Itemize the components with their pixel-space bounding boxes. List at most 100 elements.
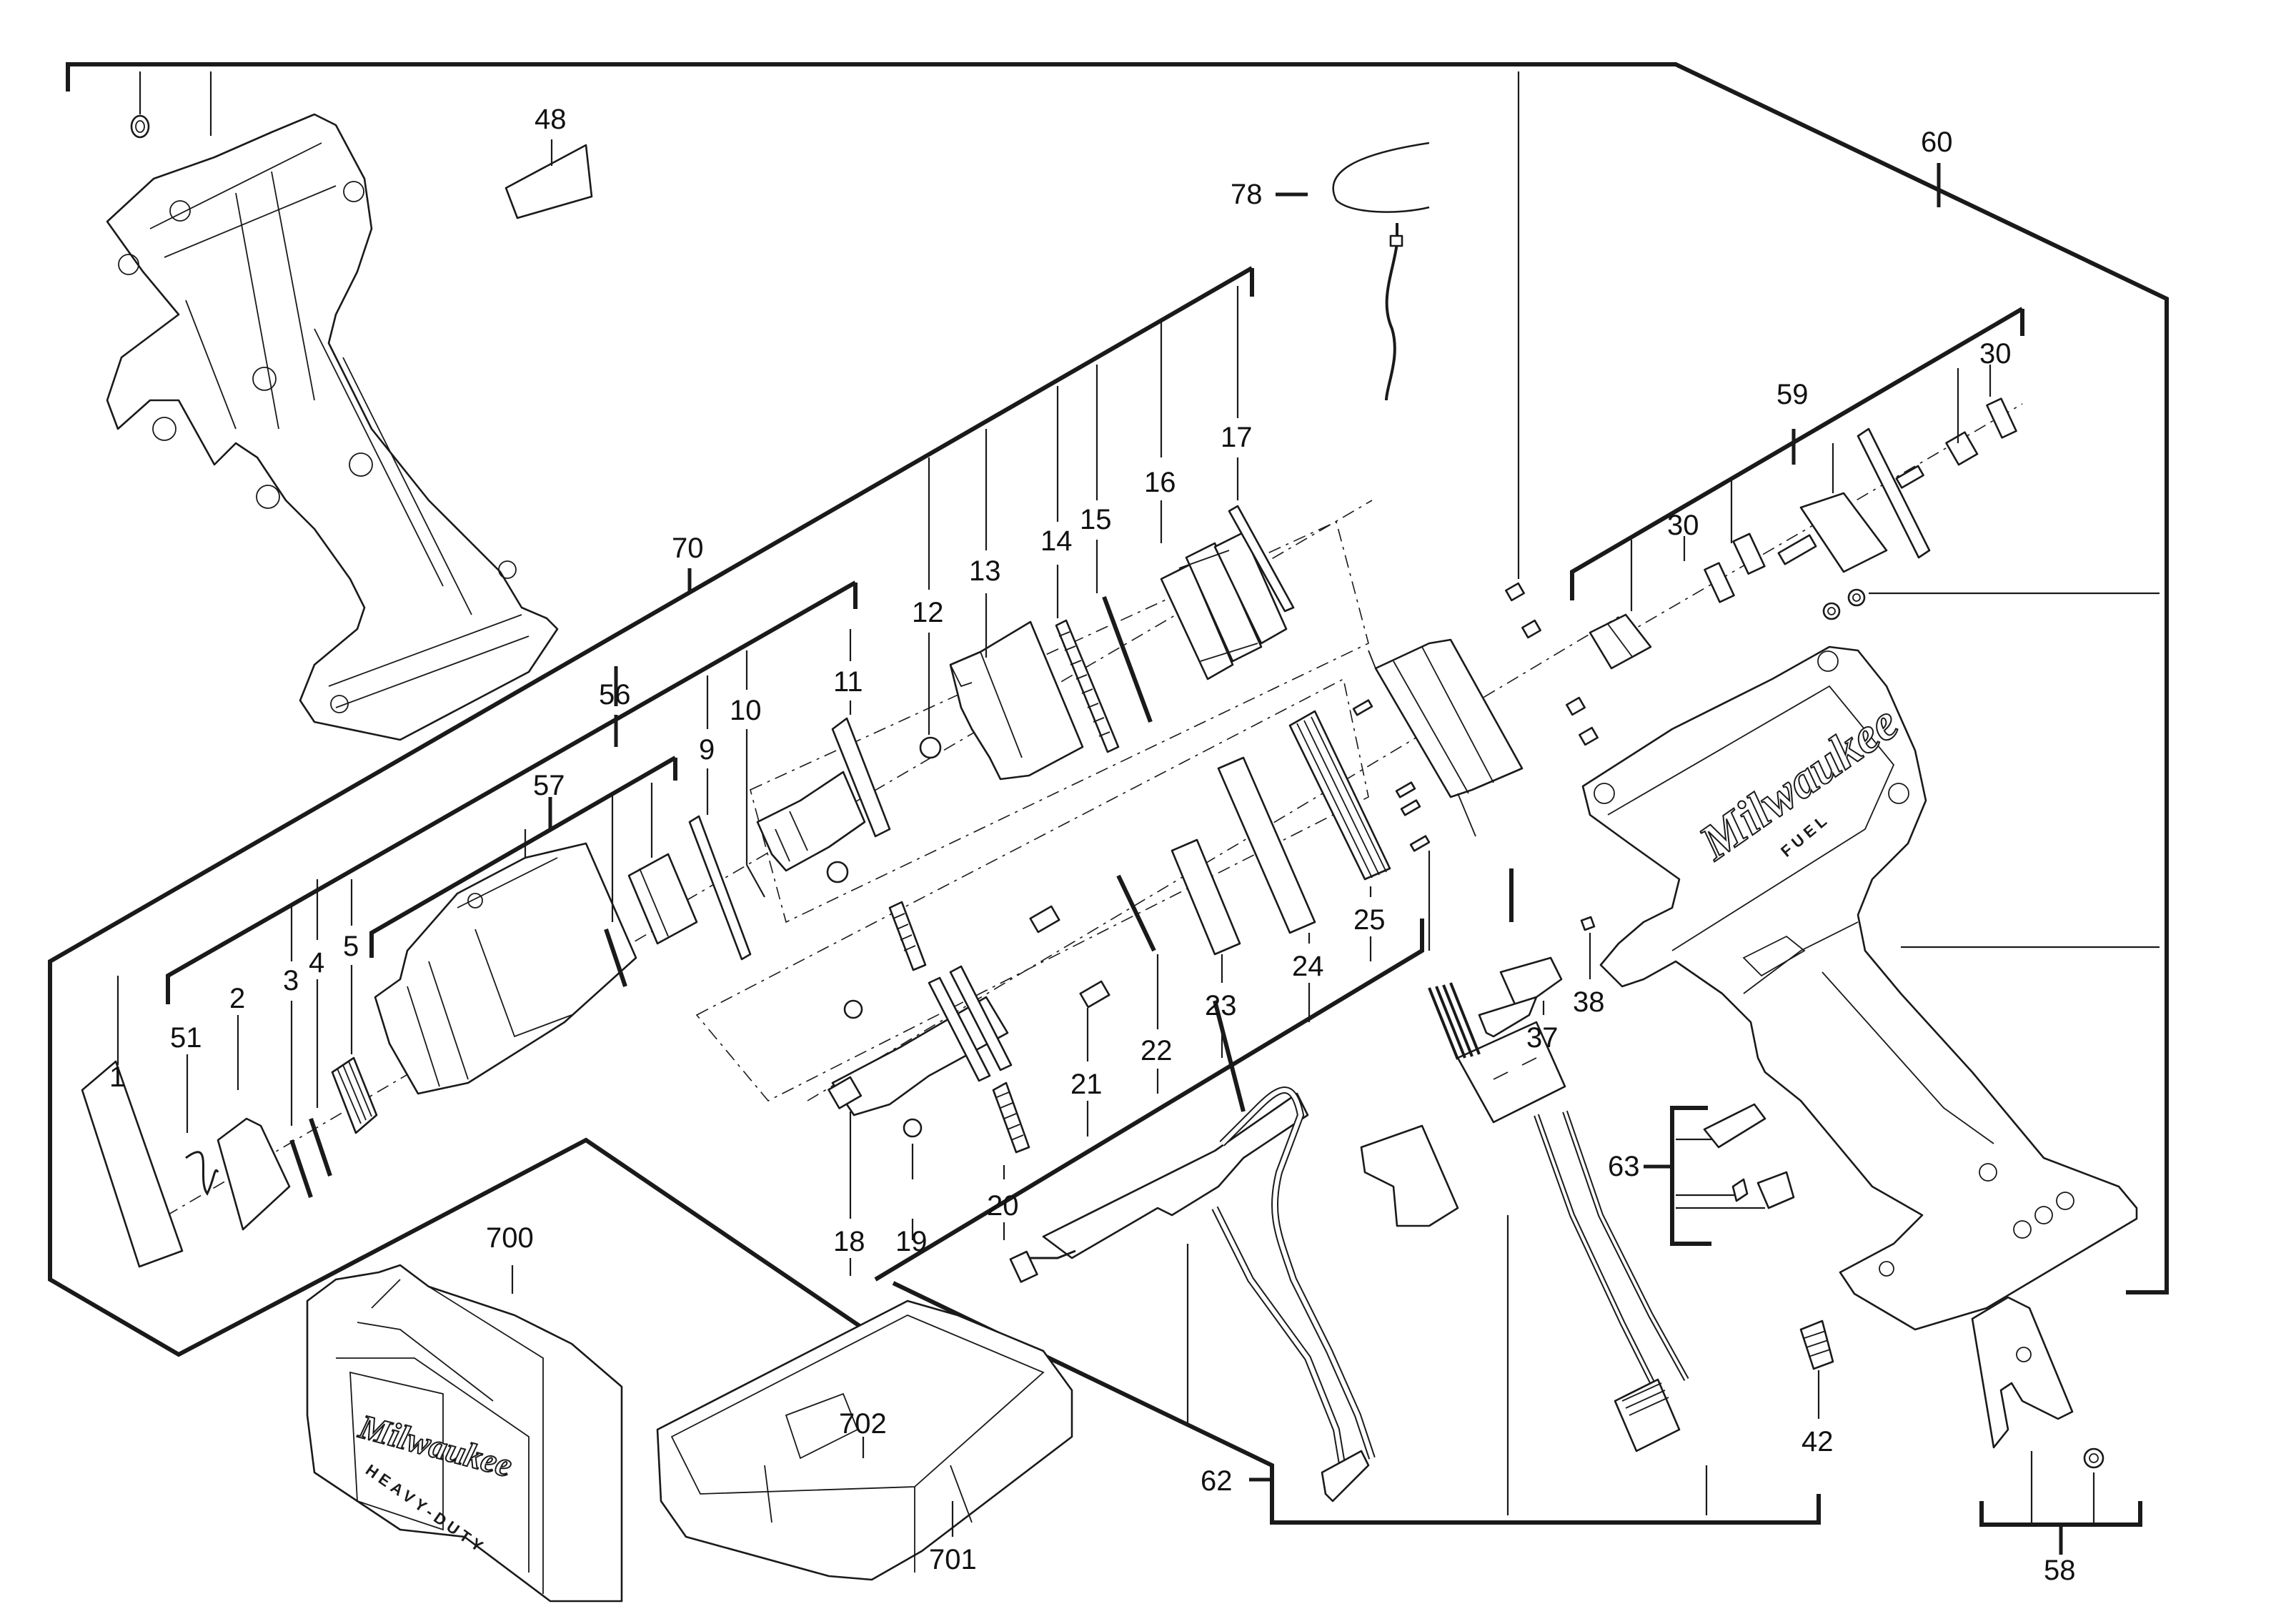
bracket-assembly-63 [1670, 1106, 1711, 1246]
label-part-38[interactable]: 38 [1573, 986, 1605, 1018]
bracket-assembly-62 [892, 1281, 1821, 1525]
part-2-sleeve [217, 1117, 291, 1231]
part-48-wedge [505, 144, 593, 219]
label-part-10[interactable]: 10 [730, 695, 762, 726]
dashed-box-gear-group [750, 520, 1369, 924]
housing-nut [130, 114, 150, 139]
part-24-damper [1217, 756, 1316, 934]
label-part-62[interactable]: 62 [1201, 1465, 1233, 1497]
part-15-washer [1102, 595, 1153, 723]
label-part-59[interactable]: 59 [1776, 379, 1809, 410]
part-30-bearing-right [1945, 397, 2017, 466]
part-30-bearing-left [1704, 533, 1766, 603]
label-part-14[interactable]: 14 [1040, 525, 1073, 557]
label-part-24[interactable]: 24 [1292, 951, 1324, 982]
part-1-nose-cover [81, 1060, 184, 1268]
motor-stator [1368, 638, 1524, 837]
label-part-23[interactable]: 23 [1205, 990, 1237, 1021]
part-5-spring [331, 1056, 378, 1134]
label-part-9[interactable]: 9 [699, 734, 715, 766]
part-switch-module [1360, 982, 1689, 1395]
part-12-ball [919, 736, 942, 759]
part-20-planet-gear-upper [888, 901, 927, 971]
part-labels: 48 78 60 17 16 15 14 13 12 11 10 9 70 56… [109, 104, 2076, 1586]
label-part-5[interactable]: 5 [343, 931, 359, 962]
label-part-2[interactable]: 2 [229, 983, 245, 1014]
part-battery-terminal [1614, 1378, 1681, 1452]
part-10-ball [826, 861, 849, 883]
label-part-12[interactable]: 12 [912, 597, 944, 628]
label-part-16[interactable]: 16 [1144, 467, 1176, 498]
part-57-nose-housing [374, 842, 637, 1095]
label-part-18[interactable]: 18 [833, 1226, 865, 1257]
part-11-anvil [756, 717, 891, 872]
label-part-30-left[interactable]: 30 [1667, 510, 1699, 541]
label-part-3[interactable]: 3 [283, 965, 299, 996]
label-part-70[interactable]: 70 [672, 533, 704, 564]
bracket-assembly-57 [369, 756, 677, 958]
part-17-thrust-washer [1228, 505, 1295, 613]
bracket-assembly-60 [66, 62, 2169, 1294]
part-38-trigger-spring [1580, 916, 1596, 931]
label-part-20[interactable]: 20 [987, 1190, 1019, 1222]
label-part-25[interactable]: 25 [1353, 904, 1386, 936]
label-part-37[interactable]: 37 [1526, 1022, 1559, 1054]
part-4-ring [309, 1118, 332, 1177]
part-20-planet-gear [992, 1081, 1030, 1154]
label-part-63[interactable]: 63 [1608, 1151, 1640, 1182]
label-part-4[interactable]: 4 [309, 947, 324, 979]
motor-fan [1589, 613, 1652, 670]
label-part-78[interactable]: 78 [1231, 179, 1263, 210]
label-part-42[interactable]: 42 [1801, 1426, 1834, 1457]
left-housing-half [106, 113, 559, 741]
part-23-ring-gear [1171, 838, 1241, 956]
axis-line-motor [807, 614, 1623, 1101]
part-18-spindle [828, 965, 1013, 1116]
label-part-30-right[interactable]: 30 [1979, 338, 2012, 370]
label-part-17[interactable]: 17 [1221, 422, 1253, 453]
part-78-led-wire [1332, 142, 1430, 401]
part-37-trigger [1478, 956, 1563, 1038]
part-59-rotor [1777, 427, 1931, 573]
part-62-wiring-harness [1009, 1000, 1376, 1502]
part-25-stator-plate [1288, 710, 1391, 881]
bracket-assembly-58 [1979, 1501, 2142, 1527]
label-part-700[interactable]: 700 [486, 1222, 534, 1254]
label-part-701[interactable]: 701 [929, 1544, 977, 1575]
part-13-hammer [949, 620, 1084, 781]
part-701-storage-case [656, 1299, 1073, 1581]
label-part-60[interactable]: 60 [1921, 127, 1953, 158]
dashed-box-spindle-group [695, 678, 1369, 1102]
part-58-screw [2083, 1447, 2104, 1469]
label-part-21[interactable]: 21 [1070, 1069, 1103, 1100]
part-21-pin [1079, 980, 1110, 1009]
bracket-assembly-56 [166, 580, 858, 1004]
label-part-51[interactable]: 51 [170, 1022, 202, 1054]
part-ball-b [843, 999, 863, 1019]
part-58-belt-clip [1971, 1296, 2074, 1449]
brush-squares [1505, 582, 1599, 746]
part-63-direction-switch [1703, 1103, 1795, 1209]
part-700-carry-case: Milwaukee HEAVY-DUTY [306, 1264, 623, 1603]
bracket-assembly-59 [1570, 307, 2024, 600]
part-51-spring [185, 1151, 219, 1196]
part-9-thrust-plate [688, 815, 752, 961]
label-part-13[interactable]: 13 [969, 555, 1001, 587]
part-3-ring [289, 1139, 313, 1198]
leader-10c [746, 864, 765, 898]
part-16-hammer-spring [1160, 531, 1288, 680]
label-part-58[interactable]: 58 [2044, 1555, 2076, 1586]
label-part-11[interactable]: 11 [833, 666, 863, 698]
label-part-15[interactable]: 15 [1080, 504, 1112, 535]
label-part-56[interactable]: 56 [599, 679, 631, 710]
part-14-steel-balls [1055, 619, 1120, 753]
label-part-22[interactable]: 22 [1140, 1035, 1173, 1066]
label-part-1[interactable]: 1 [109, 1061, 125, 1093]
label-part-57[interactable]: 57 [533, 770, 565, 801]
washers [1822, 588, 1866, 620]
label-part-48[interactable]: 48 [535, 104, 567, 135]
label-part-702[interactable]: 702 [839, 1408, 887, 1440]
label-part-19[interactable]: 19 [895, 1226, 928, 1257]
part-42-spring [1799, 1320, 1834, 1370]
